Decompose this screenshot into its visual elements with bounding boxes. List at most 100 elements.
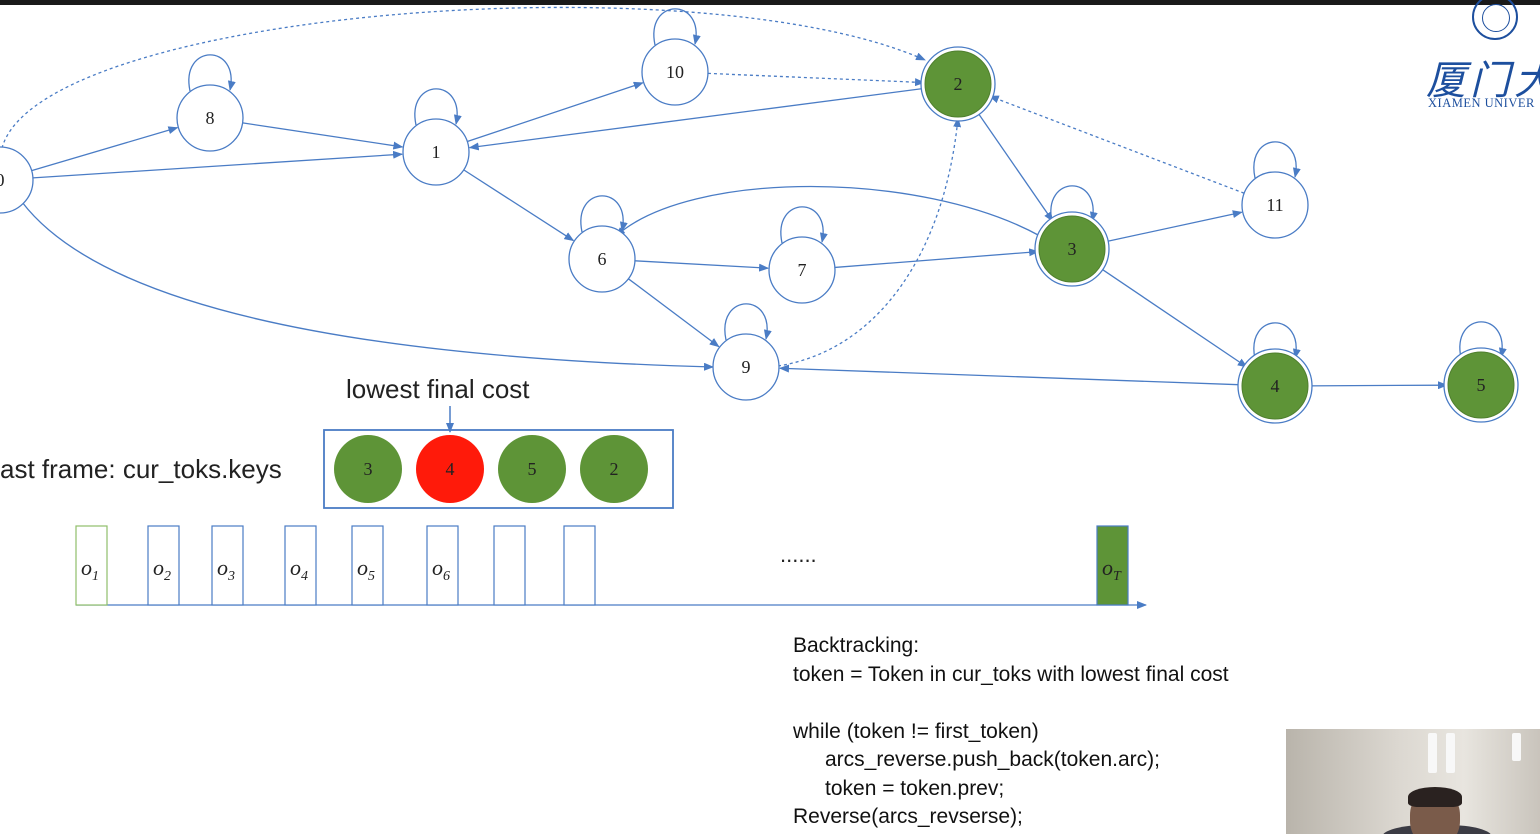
lowest-final-cost-annotation: lowest final cost xyxy=(346,374,530,404)
edge-0-2 xyxy=(1,6,926,149)
edge-0-8 xyxy=(31,126,179,172)
graph-self-loops xyxy=(188,8,1507,360)
state-label-9: 9 xyxy=(742,357,751,377)
state-node-4: 4 xyxy=(1237,348,1313,424)
frame-6-label: o6 xyxy=(432,555,450,584)
edge-9-2 xyxy=(777,117,962,367)
code-line: token = token.prev; xyxy=(825,776,1005,800)
code-line: arcs_reverse.push_back(token.arc); xyxy=(825,748,1160,771)
frame-4-label: o4 xyxy=(290,555,308,584)
self-loop-3 xyxy=(1050,185,1098,223)
edge-1-6 xyxy=(463,169,575,242)
frame-3: o3 xyxy=(211,525,244,606)
edge-6-7 xyxy=(634,260,770,272)
backtracking-code: Backtracking: token = Token in cur_toks w… xyxy=(793,632,1229,832)
edge-11-2 xyxy=(988,95,1245,194)
state-label-2: 2 xyxy=(954,74,963,94)
university-seal-icon xyxy=(1472,0,1518,40)
logo-english-name: XIAMEN UNIVER xyxy=(1428,96,1535,110)
code-line: while (token != first_token) xyxy=(793,719,1039,743)
frame-2: o2 xyxy=(147,525,180,606)
logo-chinese-name: 厦门大 xyxy=(1426,58,1540,104)
edge-7-3 xyxy=(834,248,1040,269)
self-loop-11 xyxy=(1253,141,1301,179)
state-label-4: 4 xyxy=(1271,376,1280,396)
state-label-10: 10 xyxy=(666,62,684,82)
state-label-6: 6 xyxy=(598,249,607,269)
frame-2-label: o2 xyxy=(153,555,171,584)
edge-0-9 xyxy=(21,201,714,371)
state-label-3: 3 xyxy=(1068,239,1077,259)
self-loop-6 xyxy=(580,195,628,233)
frame-3-label: o3 xyxy=(217,555,235,584)
self-loop-4 xyxy=(1253,322,1301,360)
edge-2-1 xyxy=(468,87,926,151)
state-node-3: 3 xyxy=(1034,211,1110,287)
self-loop-1 xyxy=(414,88,462,126)
presenter-webcam xyxy=(1286,729,1540,834)
edge-6-9 xyxy=(628,278,720,348)
key-label-2: 2 xyxy=(610,459,619,479)
state-node-0: 0 xyxy=(0,146,34,214)
state-node-5: 5 xyxy=(1443,347,1519,423)
frame-4: o4 xyxy=(284,525,317,606)
frame-8 xyxy=(563,525,596,606)
frame-1: o1 xyxy=(75,525,108,606)
edge-3-11 xyxy=(1104,210,1243,243)
state-node-10: 10 xyxy=(641,38,709,106)
self-loop-10 xyxy=(653,8,701,46)
edge-1-10 xyxy=(467,81,644,143)
frame-last: oT xyxy=(1096,525,1129,606)
code-line: Reverse(arcs_revserse); xyxy=(793,805,1023,828)
state-node-1: 1 xyxy=(402,118,470,186)
code-line: token = Token in cur_toks with lowest fi… xyxy=(793,662,1229,686)
frame-7 xyxy=(493,525,526,606)
state-label-7: 7 xyxy=(798,260,807,280)
edge-4-9 xyxy=(778,364,1243,386)
frame-5: o5 xyxy=(351,525,384,606)
edge-4-5 xyxy=(1307,381,1448,390)
code-line: Backtracking: xyxy=(793,634,920,657)
state-node-11: 11 xyxy=(1241,171,1309,239)
state-label-1: 1 xyxy=(432,142,441,162)
edge-10-2 xyxy=(707,72,926,87)
state-label-0: 0 xyxy=(0,170,5,190)
key-token-2 xyxy=(580,435,648,503)
edge-3-6 xyxy=(615,185,1041,237)
xiamen-university-logo: 厦门大 XIAMEN UNIVER xyxy=(1424,0,1540,112)
key-token-5 xyxy=(498,435,566,503)
self-loop-7 xyxy=(780,206,828,244)
key-token-4 xyxy=(416,435,484,503)
edge-0-1 xyxy=(32,150,404,179)
top-bar xyxy=(0,0,1540,5)
frame-last-label: oT xyxy=(1102,555,1122,584)
cur-toks-keys: 3 4 5 2 xyxy=(334,435,648,503)
self-loop-5 xyxy=(1459,321,1507,359)
cur-toks-box xyxy=(323,429,674,509)
state-node-6: 6 xyxy=(568,225,636,293)
edge-2-3 xyxy=(976,110,1054,222)
state-node-9: 9 xyxy=(712,333,780,401)
observation-frames: o1 o2 o3 o4 o5 o6 oT xyxy=(75,525,1129,606)
self-loop-8 xyxy=(188,54,236,92)
state-label-11: 11 xyxy=(1266,195,1283,215)
state-node-7: 7 xyxy=(768,236,836,304)
state-node-2: 2 xyxy=(920,46,996,122)
key-label-5: 5 xyxy=(528,459,537,479)
timeline-ellipsis: ...... xyxy=(780,542,817,567)
key-label-4: 4 xyxy=(446,459,455,479)
frame-5-label: o5 xyxy=(357,555,375,584)
graph-nodes: 0 8 1 10 2 6 7 3 11 9 4 5 xyxy=(0,38,1519,424)
state-label-8: 8 xyxy=(206,108,215,128)
graph-edges xyxy=(1,6,1448,390)
edge-8-1 xyxy=(242,122,404,150)
state-node-8: 8 xyxy=(176,84,244,152)
edge-3-4 xyxy=(1098,266,1248,368)
frame-1-label: o1 xyxy=(81,555,99,584)
key-token-3 xyxy=(334,435,402,503)
key-label-3: 3 xyxy=(364,459,373,479)
last-frame-label: ast frame: cur_toks.keys xyxy=(0,454,282,484)
state-label-5: 5 xyxy=(1477,375,1486,395)
frame-6: o6 xyxy=(426,525,459,606)
